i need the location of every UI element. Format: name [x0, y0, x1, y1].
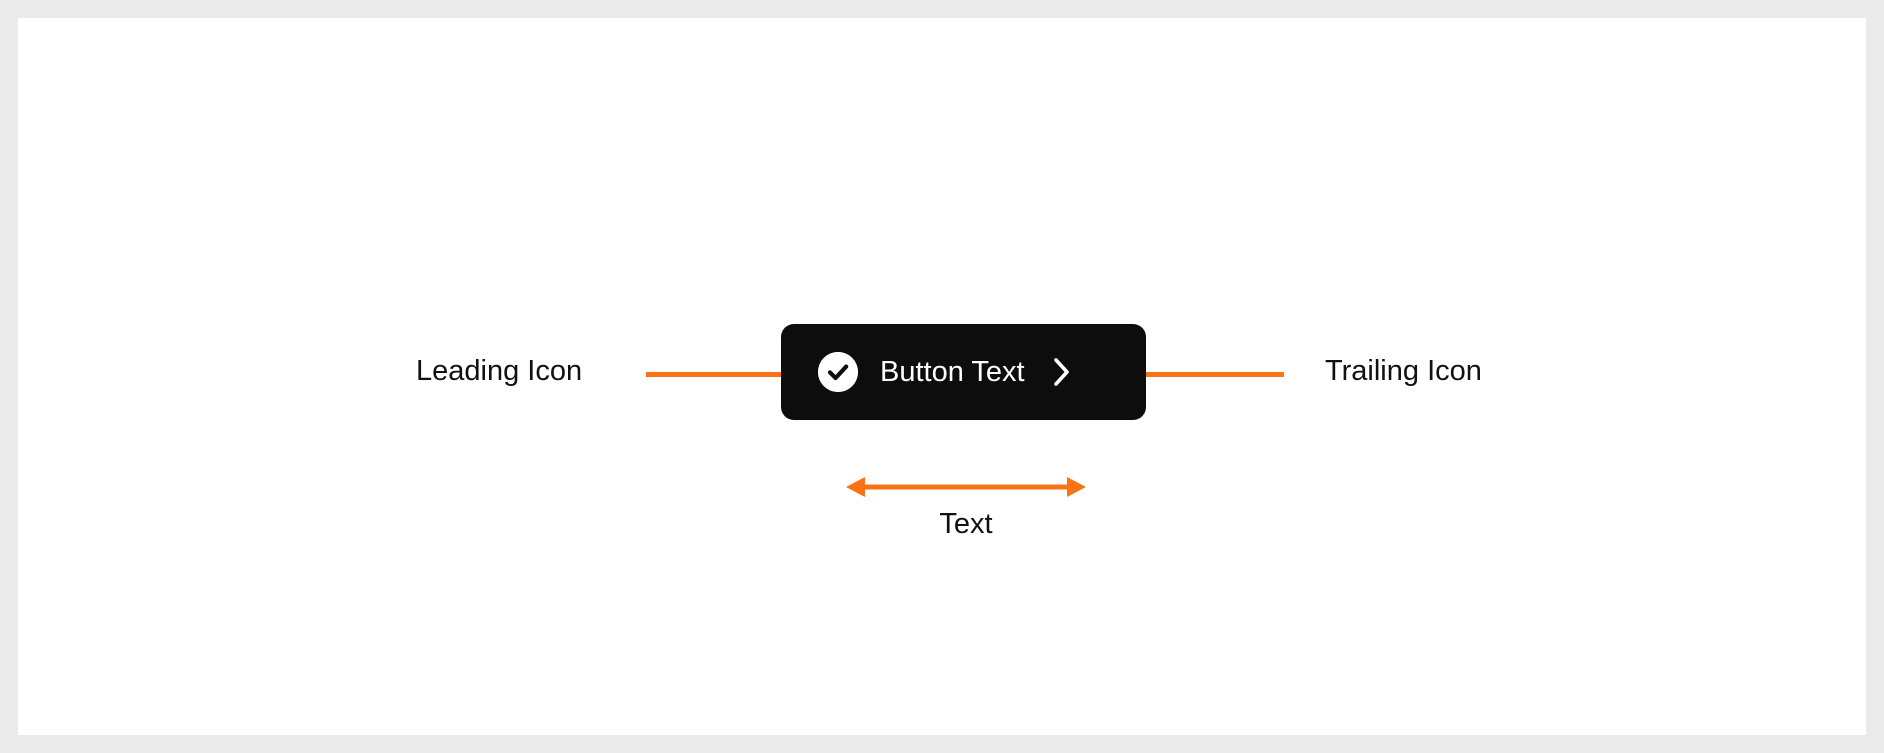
leading-icon-leader-line [646, 372, 806, 377]
check-circle-icon [818, 352, 858, 392]
trailing-icon-annotation-label: Trailing Icon [1325, 355, 1482, 387]
diagram-canvas: Leading Icon Trailing Icon Button Text T… [18, 18, 1866, 735]
button-component[interactable]: Button Text [781, 324, 1146, 420]
chevron-right-icon [1051, 356, 1073, 388]
text-dimension-label: Text [939, 508, 993, 540]
text-dimension-arrow [846, 477, 1086, 497]
leading-icon-annotation-label: Leading Icon [416, 355, 583, 387]
button-label: Button Text [880, 355, 1025, 388]
trailing-icon-leader-line [1120, 372, 1284, 377]
